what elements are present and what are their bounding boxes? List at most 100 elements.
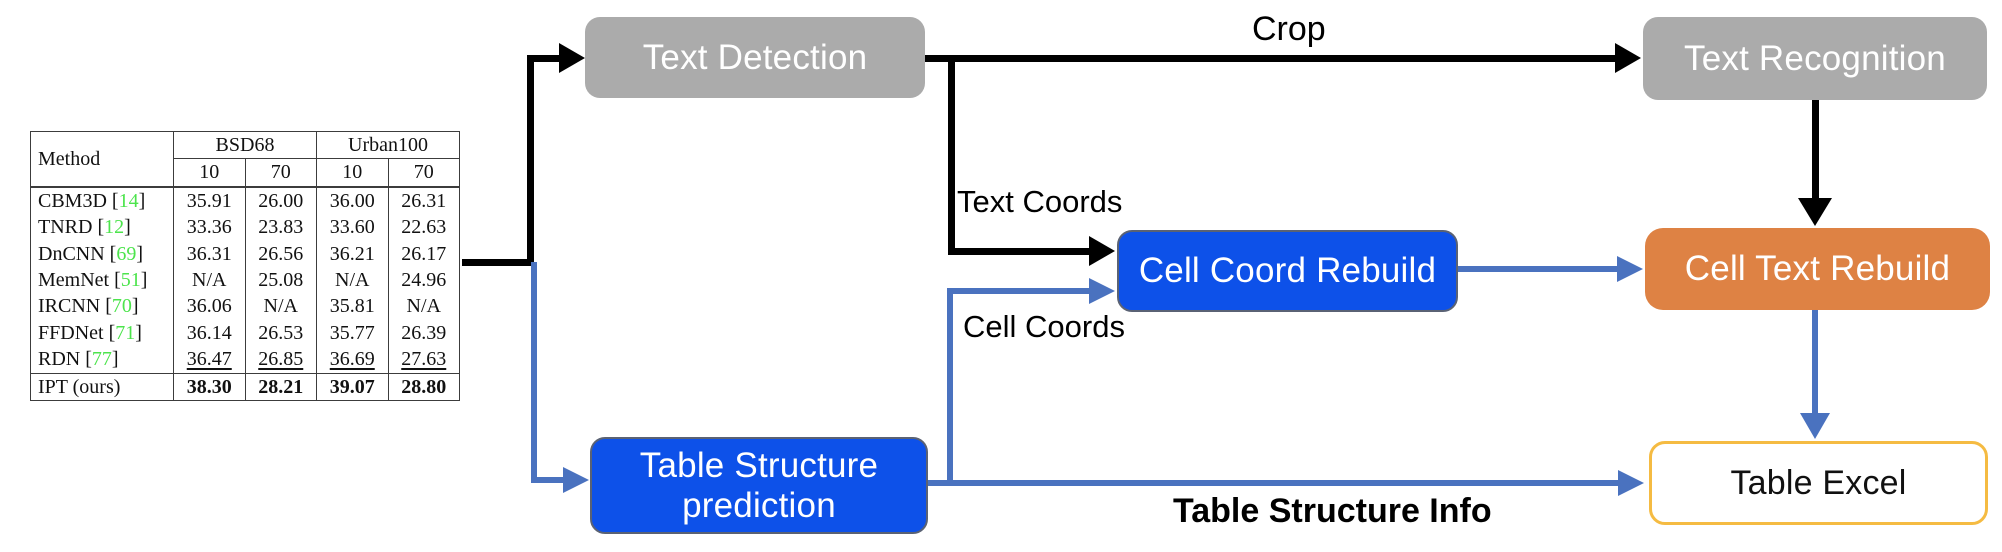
- value-cell: 26.00: [244, 186, 317, 215]
- value-cell: 35.77: [316, 319, 388, 347]
- connector-celltext-to-excel: [1812, 310, 1818, 415]
- arrowhead-cell-coords-icon: [1089, 278, 1115, 304]
- arrowhead-to-text-recognition-icon: [1615, 43, 1641, 73]
- value-cell: 25.08: [244, 266, 317, 294]
- value-cell: N/A: [387, 293, 460, 320]
- value-cell: 26.85: [244, 346, 317, 374]
- col-header-bsd68-70: 70: [244, 158, 317, 187]
- connector-to-table-structure-prediction: [531, 477, 563, 483]
- value-cell: 39.07: [316, 372, 388, 401]
- value-cell: 35.91: [173, 186, 245, 215]
- connector-text-detection-down: [948, 55, 955, 255]
- value-cell: 36.47: [173, 346, 245, 374]
- value-cell: 33.60: [316, 214, 388, 241]
- citation-number: 77: [91, 348, 112, 371]
- table-header-row-groups: Method BSD68 Urban100: [30, 131, 460, 187]
- value-cell: N/A: [244, 293, 317, 320]
- node-cell-coord-rebuild: Cell Coord Rebuild: [1117, 230, 1458, 312]
- value-cell: 23.83: [244, 214, 317, 241]
- value-cell: 26.31: [387, 186, 460, 215]
- connector-table-stem: [462, 259, 534, 266]
- node-text-recognition: Text Recognition: [1643, 17, 1987, 100]
- method-cell: FFDNet [71]: [38, 321, 142, 344]
- connector-crop: [925, 55, 1617, 62]
- connector-cell-coords-horizontal: [947, 288, 1089, 294]
- citation-number: 71: [115, 321, 136, 344]
- arrowhead-to-cell-text-rebuild-icon: [1798, 198, 1832, 226]
- value-cell: 33.36: [173, 214, 245, 241]
- method-cell: DnCNN [69]: [38, 242, 144, 265]
- value-cell: 36.00: [316, 186, 388, 215]
- node-cell-text-rebuild: Cell Text Rebuild: [1645, 228, 1990, 310]
- table-header-row-noise: 10 70 10 70: [31, 158, 460, 187]
- value-cell: 26.39: [387, 319, 460, 347]
- citation-number: 12: [104, 216, 125, 239]
- value-cell: 38.30: [173, 372, 245, 401]
- node-table-excel: Table Excel: [1649, 441, 1988, 525]
- arrowhead-to-table-excel-icon: [1800, 413, 1830, 439]
- value-cell: 27.63: [387, 346, 460, 374]
- edge-label-table-structure-info: Table Structure Info: [1173, 492, 1492, 530]
- connector-branch-up: [527, 55, 534, 266]
- value-cell: 28.21: [244, 372, 317, 401]
- col-header-urban100-10: 10: [316, 158, 388, 187]
- connector-text-recognition-down: [1812, 100, 1819, 200]
- col-header-urban100-70: 70: [387, 158, 460, 187]
- citation-number: 69: [116, 242, 137, 265]
- connector-table-structure-info: [928, 480, 1620, 486]
- results-table: Method BSD68 Urban100 10 70 10 70 CBM3D …: [30, 131, 460, 401]
- connector-to-text-detection: [527, 55, 561, 62]
- arrowhead-text-coords-icon: [1089, 236, 1115, 266]
- value-cell: 36.21: [316, 240, 388, 267]
- method-cell: MemNet [51]: [38, 268, 148, 291]
- value-cell: 24.96: [387, 266, 460, 294]
- value-cell: 22.63: [387, 214, 460, 241]
- connector-cell-coords-vertical: [947, 288, 953, 483]
- value-cell: 26.17: [387, 240, 460, 267]
- method-cell: RDN [77]: [38, 348, 119, 371]
- arrowhead-to-table-structure-prediction-icon: [563, 467, 589, 493]
- value-cell: N/A: [316, 266, 388, 294]
- citation-number: 51: [120, 268, 141, 291]
- value-cell: 35.81: [316, 293, 388, 320]
- arrowhead-to-text-detection-icon: [559, 43, 585, 73]
- edge-label-text-coords: Text Coords: [957, 184, 1123, 219]
- arrowhead-cellcoord-to-celltext-icon: [1617, 256, 1643, 282]
- method-cell: CBM3D [14]: [38, 189, 146, 212]
- connector-branch-down: [531, 262, 537, 480]
- value-cell: 36.06: [173, 293, 245, 320]
- method-cell: IRCNN [70]: [38, 295, 139, 318]
- value-cell: 28.80: [387, 372, 460, 401]
- col-header-bsd68-10: 10: [199, 161, 220, 184]
- results-table-header: Method BSD68 Urban100 10 70 10 70: [30, 131, 460, 187]
- connector-cellcoord-to-celltext: [1458, 266, 1618, 272]
- citation-number: 14: [118, 189, 139, 212]
- node-text-detection: Text Detection: [585, 17, 925, 98]
- value-cell: 36.14: [173, 319, 245, 347]
- edge-label-cell-coords: Cell Coords: [963, 309, 1125, 344]
- value-cell: 36.31: [173, 240, 245, 267]
- method-cell: IPT (ours): [30, 372, 174, 401]
- connector-text-coords: [948, 248, 1089, 255]
- edge-label-crop: Crop: [1252, 10, 1326, 48]
- col-group-urban100: Urban100: [316, 131, 460, 160]
- col-group-bsd68: BSD68: [173, 131, 317, 160]
- value-cell: N/A: [173, 266, 245, 294]
- value-cell: 26.56: [244, 240, 317, 267]
- citation-number: 70: [111, 295, 132, 318]
- method-cell: TNRD [12]: [38, 216, 131, 239]
- col-header-method: Method: [30, 131, 174, 187]
- arrowhead-table-structure-info-icon: [1618, 470, 1644, 496]
- node-table-structure-prediction: Table Structure prediction: [590, 437, 928, 534]
- value-cell: 26.53: [244, 319, 317, 347]
- value-cell: 36.69: [316, 346, 388, 374]
